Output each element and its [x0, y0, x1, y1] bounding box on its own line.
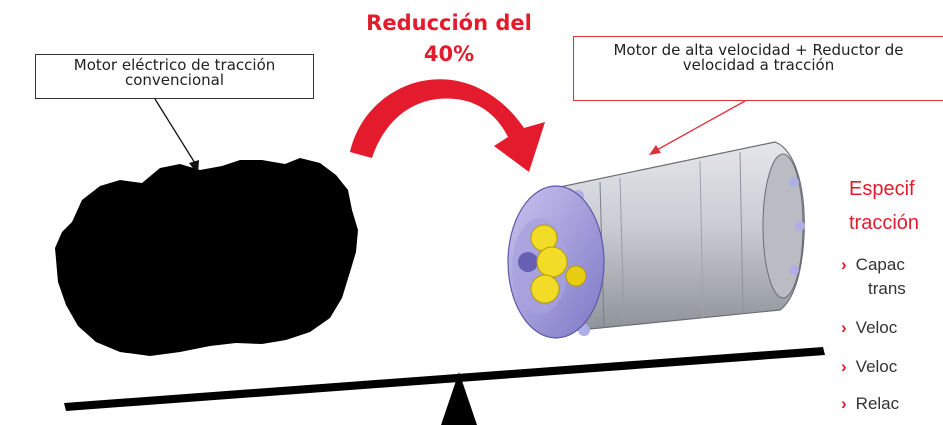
- high-speed-motor-label-line1: Motor de alta velocidad + Reductor de: [613, 41, 904, 59]
- conventional-pointer-line: [154, 98, 199, 169]
- conventional-motor-label-box: Motor eléctrico de tracción convencional: [35, 54, 314, 99]
- spec-bullet-2: › Veloc: [841, 318, 897, 338]
- high-speed-motor-drawing: [507, 141, 805, 339]
- chevron-right-icon: ›: [841, 394, 847, 413]
- spec-bullet-2-text: Veloc: [855, 318, 898, 337]
- chevron-right-icon: ›: [841, 318, 847, 337]
- reduction-curved-arrow: [350, 79, 545, 172]
- spec-bullet-3-text: Veloc: [855, 357, 898, 376]
- spec-bullet-1-continuation: trans: [868, 279, 906, 298]
- chevron-right-icon: ›: [841, 357, 847, 376]
- seesaw-beam: [64, 347, 825, 411]
- high-speed-motor-label-box: Motor de alta velocidad + Reductor de ve…: [573, 36, 943, 101]
- reduction-title: Reducción del: [366, 11, 532, 35]
- spec-bullet-1-text: Capac: [855, 255, 905, 274]
- spec-bullet-1: › Capac: [841, 255, 905, 275]
- conventional-motor-label-line2: convencional: [124, 71, 224, 89]
- conventional-motor-label-line1: Motor eléctrico de tracción: [73, 56, 276, 74]
- specs-title-line2: tracción: [849, 212, 920, 234]
- high-speed-motor-label-line2: velocidad a tracción: [682, 56, 835, 74]
- specs-title-line1: Especif: [849, 178, 915, 200]
- spec-bullet-4-text: Relac: [855, 394, 900, 413]
- spec-bullet-4: › Relac: [841, 394, 899, 414]
- spec-bullet-3: › Veloc: [841, 357, 897, 377]
- chevron-right-icon: ›: [841, 255, 847, 274]
- seesaw-fulcrum: [441, 372, 477, 425]
- highspeed-pointer-line: [654, 100, 746, 152]
- conventional-motor-silhouette: [55, 158, 358, 356]
- highspeed-pointer-arrowhead: [649, 145, 661, 155]
- reduction-percent: 40%: [423, 42, 475, 66]
